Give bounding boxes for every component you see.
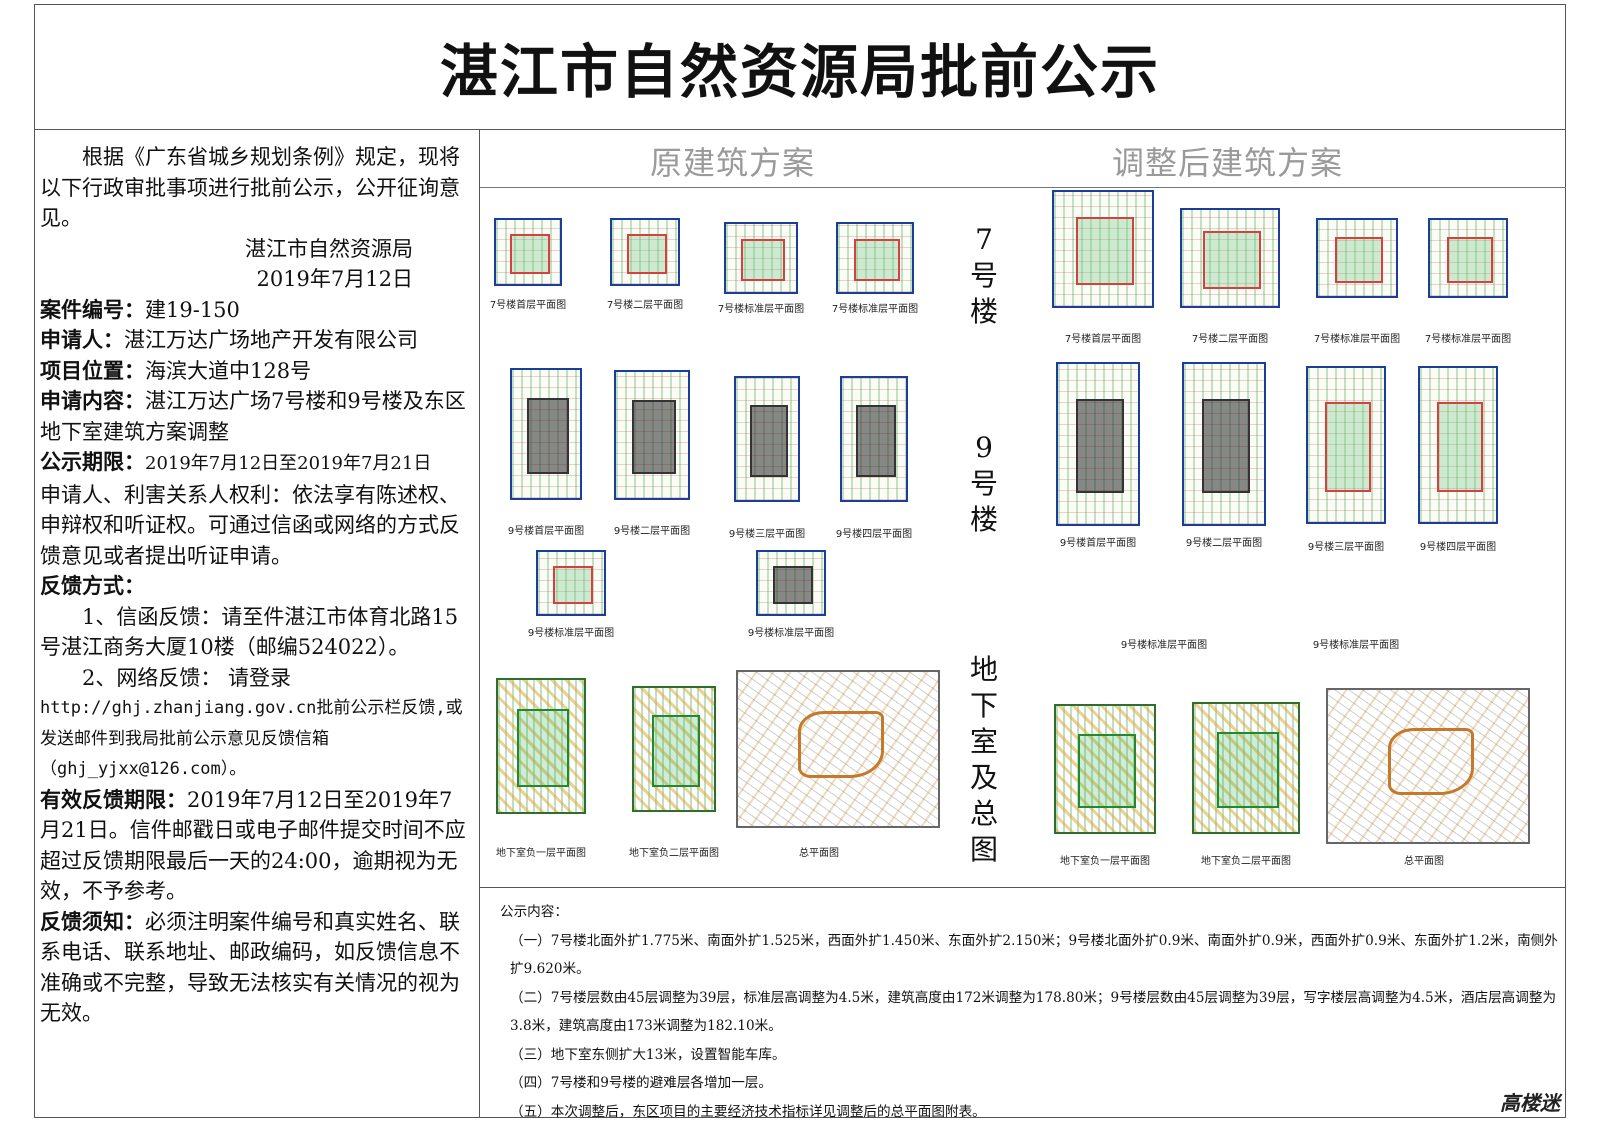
- location-label: 项目位置：: [40, 358, 145, 383]
- orig-9-plan-4: [840, 376, 908, 502]
- orig-7-plan-3: [724, 222, 798, 294]
- orig-9-plan-1: [510, 368, 582, 500]
- content-label: 申请内容：: [40, 388, 145, 413]
- adj-7-plan-4: [1428, 218, 1508, 298]
- intro-text: 根据《广东省城乡规划条例》规定，现将以下行政审批事项进行批前公示，公开征询意见。: [40, 142, 473, 234]
- adj-9-plan-2: [1182, 362, 1266, 526]
- orig-9-caption-4: 9号楼四层平面图: [836, 525, 912, 540]
- adj-9-standard-caption-1: 9号楼标准层平面图: [1121, 636, 1207, 651]
- feedback-email: （ghj_yjxx@126.com）。: [40, 754, 473, 785]
- location: 海滨大道中128号: [145, 359, 311, 383]
- orig-7-plan-4: [836, 222, 914, 294]
- orig-7-caption-3: 7号楼标准层平面图: [718, 300, 804, 315]
- watermark-logo: 高楼迷: [1500, 1087, 1560, 1116]
- drawings-panel: 原建筑方案 调整后建筑方案 7号楼首层平面图 7号楼二层平面图 7号楼标准层平面…: [480, 130, 1566, 1118]
- adj-site-caption: 总平面图: [1404, 852, 1444, 867]
- adjusted-scheme-header: 调整后建筑方案: [1112, 138, 1343, 184]
- orig-9-standard-plan-2: [756, 550, 826, 616]
- orig-9-standard-plan-1: [536, 550, 606, 616]
- adj-basement-b1-plan: [1054, 704, 1156, 834]
- orig-9-standard-caption-2: 9号楼标准层平面图: [748, 624, 834, 639]
- orig-9-caption-2: 9号楼二层平面图: [614, 522, 690, 537]
- orig-9-standard-caption-1: 9号楼标准层平面图: [528, 624, 614, 639]
- orig-site-plan: [736, 670, 940, 828]
- issuer: 湛江市自然资源局: [40, 234, 473, 265]
- adj-basement-b2-caption: 地下室负二层平面图: [1201, 852, 1291, 867]
- location-row: 项目位置：海滨大道中128号: [40, 356, 473, 387]
- note-item-5: （五）本次调整后，东区项目的主要经济技术指标详见调整后的总平面图附表。: [500, 1098, 1566, 1126]
- orig-7-caption-4: 7号楼标准层平面图: [832, 300, 918, 315]
- orig-7-caption-2: 7号楼二层平面图: [607, 296, 683, 311]
- orig-basement-b2-plan: [632, 686, 716, 812]
- orig-basement-b2-caption: 地下室负二层平面图: [629, 844, 719, 859]
- original-scheme-header: 原建筑方案: [650, 138, 815, 184]
- adj-9-plan-4: [1418, 366, 1498, 524]
- adj-9-caption-3: 9号楼三层平面图: [1308, 538, 1384, 553]
- adj-9-standard-caption-2: 9号楼标准层平面图: [1313, 636, 1399, 651]
- adj-7-plan-1: [1052, 190, 1154, 308]
- orig-9-caption-3: 9号楼三层平面图: [729, 525, 805, 540]
- adj-7-caption-1: 7号楼首层平面图: [1065, 330, 1141, 345]
- orig-basement-b1-caption: 地下室负一层平面图: [496, 844, 586, 859]
- note-item-3: （三）地下室东侧扩大13米，设置智能车库。: [500, 1041, 1566, 1070]
- case-number: 建19-150: [145, 298, 240, 322]
- adj-9-plan-1: [1056, 362, 1140, 526]
- adj-7-caption-4: 7号楼标准层平面图: [1425, 330, 1511, 345]
- valid-period-row: 有效反馈期限：2019年7月12日至2019年7月21日。信件邮戳日或电子邮件提…: [40, 785, 473, 907]
- orig-9-plan-3: [734, 376, 800, 502]
- adj-9-caption-2: 9号楼二层平面图: [1186, 534, 1262, 549]
- feedback-letter: 1、信函反馈：请至件湛江市体育北路15号湛江商务大厦10楼（邮编524022）。: [40, 602, 473, 663]
- orig-9-caption-1: 9号楼首层平面图: [508, 522, 584, 537]
- feedback-url: http://ghj.zhanjiang.gov.cn批前公示栏反馈,或发送邮件…: [40, 693, 473, 754]
- adj-9-plan-3: [1306, 366, 1386, 524]
- orig-7-plan-2: [610, 218, 680, 286]
- adj-7-caption-3: 7号楼标准层平面图: [1314, 330, 1400, 345]
- note-item-2: （二）7号楼层数由45层调整为39层，标准层高调整为4.5米，建筑高度由172米…: [500, 984, 1566, 1041]
- adj-site-plan: [1326, 688, 1530, 844]
- issue-date: 2019年7月12日: [40, 264, 473, 295]
- adj-basement-b2-plan: [1192, 702, 1300, 834]
- adj-9-caption-4: 9号楼四层平面图: [1420, 538, 1496, 553]
- period: 2019年7月12日至2019年7月21日: [145, 453, 431, 474]
- page-title: 湛江市自然资源局批前公示: [440, 25, 1160, 109]
- adj-basement-b1-caption: 地下室负一层平面图: [1060, 852, 1150, 867]
- applicant: 湛江万达广场地产开发有限公司: [124, 328, 418, 352]
- note-item-1: （一）7号楼北面外扩1.775米、南面外扩1.525米，西面外扩1.450米、东…: [500, 927, 1566, 984]
- feedback-online: 2、网络反馈： 请登录: [40, 663, 473, 694]
- orig-7-caption-1: 7号楼首层平面图: [490, 296, 566, 311]
- row-label-basement: 地下室及总图: [964, 652, 1004, 868]
- title-bar: 湛江市自然资源局批前公示: [34, 4, 1566, 130]
- notes-heading: 公示内容：: [500, 898, 1566, 927]
- notice-label: 反馈须知：: [40, 909, 145, 934]
- orig-basement-b1-plan: [496, 678, 586, 814]
- header-divider: [480, 187, 1566, 188]
- period-label: 公示期限：: [40, 449, 145, 474]
- orig-9-plan-2: [614, 370, 690, 500]
- adj-7-plan-3: [1316, 218, 1398, 298]
- adj-7-plan-2: [1180, 208, 1280, 308]
- case-number-label: 案件编号：: [40, 297, 145, 322]
- notice-content-box: 公示内容： （一）7号楼北面外扩1.775米、南面外扩1.525米，西面外扩1.…: [480, 887, 1566, 1118]
- applicant-label: 申请人：: [40, 327, 124, 352]
- period-row: 公示期限：2019年7月12日至2019年7月21日: [40, 447, 473, 480]
- valid-period-label: 有效反馈期限：: [40, 787, 187, 812]
- adj-7-caption-2: 7号楼二层平面图: [1192, 330, 1268, 345]
- notice-text-panel: 根据《广东省城乡规划条例》规定，现将以下行政审批事项进行批前公示，公开征询意见。…: [34, 130, 480, 1118]
- rights-text: 申请人、利害关系人权利：依法享有陈述权、申辩权和听证权。可通过信函或网络的方式反…: [40, 480, 473, 572]
- note-item-4: （四）7号楼和9号楼的避难层各增加一层。: [500, 1069, 1566, 1098]
- feedback-label: 反馈方式：: [40, 571, 473, 602]
- notice-row: 反馈须知：必须注明案件编号和真实姓名、联系电话、联系地址、邮政编码，如反馈信息不…: [40, 907, 473, 1029]
- orig-site-caption: 总平面图: [799, 844, 839, 859]
- adj-9-caption-1: 9号楼首层平面图: [1060, 534, 1136, 549]
- applicant-row: 申请人：湛江万达广场地产开发有限公司: [40, 325, 473, 356]
- case-number-row: 案件编号：建19-150: [40, 295, 473, 326]
- orig-7-plan-1: [494, 218, 562, 286]
- content-row: 申请内容：湛江万达广场7号楼和9号楼及东区地下室建筑方案调整: [40, 386, 473, 447]
